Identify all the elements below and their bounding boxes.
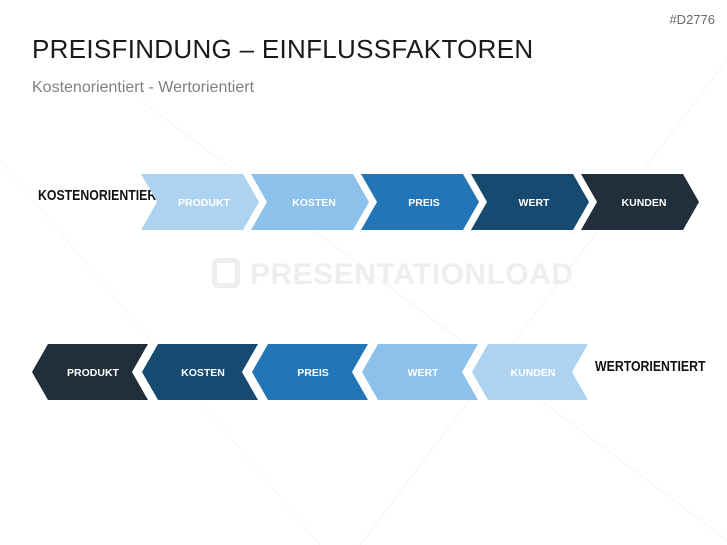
chevron-kosten-kunden (581, 174, 699, 230)
row-label-wertorientiert: WERTORIENTIERT (595, 358, 706, 375)
chevron-label: KOSTEN (181, 367, 225, 379)
slide-code: #D2776 (669, 12, 715, 27)
chevron-kosten-preis (361, 174, 479, 230)
watermark-logo-icon (212, 258, 240, 288)
chevron-kosten-produkt (141, 174, 259, 230)
row-label-kostenorientiert: KOSTENORIENTIERT (38, 187, 164, 204)
chevron-label: PRODUKT (178, 197, 231, 209)
chevron-label: KUNDEN (622, 197, 667, 209)
chevron-label: PREIS (297, 367, 329, 379)
page-subtitle: Kostenorientiert - Wertorientiert (32, 79, 255, 96)
chevron-label: PREIS (408, 197, 440, 209)
chevron-label: PRODUKT (67, 367, 120, 379)
chevron-wert-preis (252, 344, 368, 400)
chevron-kosten-wert (471, 174, 589, 230)
chevron-wert-kunden (472, 344, 588, 400)
chevron-label: KUNDEN (511, 367, 556, 379)
chevron-wert-wert (362, 344, 478, 400)
chevron-wert-kosten (142, 344, 258, 400)
page-title: PREISFINDUNG – EINFLUSSFAKTOREN (32, 34, 534, 64)
watermark-text: PRESENTATIONLOAD (250, 258, 574, 291)
watermark: PRESENTATIONLOAD (212, 258, 574, 292)
chevron-label: WERT (519, 197, 550, 209)
chevron-wert-produkt (32, 344, 148, 400)
chevron-label: WERT (408, 367, 439, 379)
chevron-label: KOSTEN (292, 197, 336, 209)
chevron-kosten-kosten (251, 174, 369, 230)
